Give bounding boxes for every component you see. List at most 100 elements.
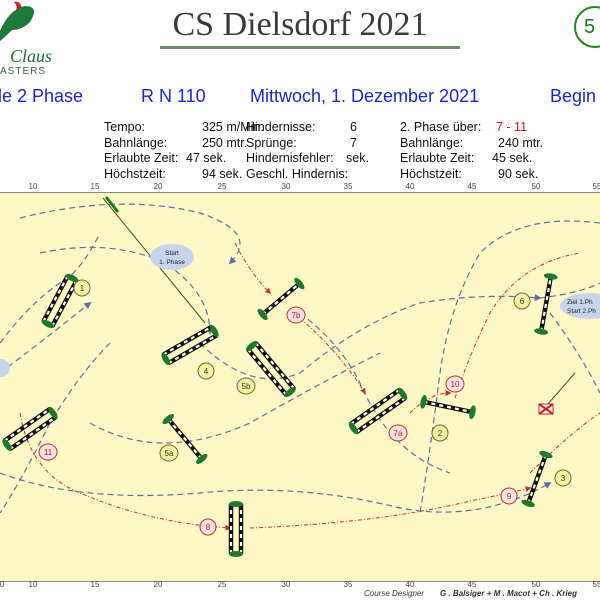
start2-label: Start 2.Ph <box>567 308 596 315</box>
obstacle-number-4: 4 <box>197 362 215 380</box>
scale-tick: 30 <box>281 580 291 589</box>
obstacle-label: 4 <box>204 367 209 376</box>
stat-label: Bahnlänge: <box>400 135 464 150</box>
stat-value: 325 m/Min. <box>202 120 264 134</box>
obstacle-5b <box>246 340 296 398</box>
scale-tick: 35 <box>343 182 353 191</box>
stat-label: Geschl. Hindernis: <box>246 166 349 181</box>
stat-label: 2. Phase über: <box>400 120 482 134</box>
stat-label: Höchstzeit: <box>400 166 462 181</box>
stat-value: 47 sek. <box>186 151 227 165</box>
start-flag <box>104 196 120 213</box>
obstacle-label: 10 <box>451 380 460 389</box>
scale-tick: 50 <box>531 182 541 191</box>
obstacle-number-7a: 7a <box>388 424 408 442</box>
scale-tick: 30 <box>281 182 291 191</box>
scale-tick: 25 <box>217 182 227 191</box>
obstacle-label: 3 <box>561 474 566 483</box>
obstacles-layer <box>2 273 558 557</box>
stat-label: Bahnlänge: <box>104 135 168 150</box>
left-edge-bubble <box>0 359 10 377</box>
stat-value: 240 mtr. <box>498 135 544 150</box>
stat-value: sek. <box>346 151 369 165</box>
class-info-row: le 2 Phase R N 110 Mittwoch, 1. Dezember… <box>0 86 600 110</box>
obstacle-label: 8 <box>206 523 211 532</box>
format-label: le 2 Phase <box>0 86 84 106</box>
scale-tick: 0 <box>0 580 5 589</box>
logo-masters: ASTERS <box>0 66 47 77</box>
course-map: Start 1. Phase Ziel 1.Ph Start 2.Ph 1 2 3 4… <box>0 196 600 557</box>
horse-logo-icon <box>0 1 34 42</box>
obstacle-6 <box>534 273 558 335</box>
stat-value: 94 sek. <box>202 166 243 181</box>
obstacle-label: 5b <box>242 382 251 391</box>
scale-tick: 20 <box>153 182 163 191</box>
stat-label: Erlaubte Zeit: <box>400 151 475 165</box>
scale-tick: 10 <box>28 182 38 191</box>
start-label: Start <box>165 250 179 257</box>
stat-label: Hindernisse: <box>246 120 316 134</box>
obstacle-8 <box>228 501 244 557</box>
finish-bubble <box>560 293 600 319</box>
obstacle-label: 5a <box>165 449 174 458</box>
stat-value: 6 <box>350 120 357 134</box>
finish-label: Ziel 1.Ph <box>567 299 593 306</box>
stat-label: Erlaubte Zeit: <box>104 151 179 165</box>
logo-claus: Claus <box>10 46 53 66</box>
scale-tick: 55 <box>592 580 600 589</box>
obstacle-3 <box>521 450 553 508</box>
obstacle-7b <box>257 277 305 321</box>
scale-tick: 50 <box>531 580 541 589</box>
obstacle-5a <box>162 414 208 464</box>
class-label: R N 110 <box>141 86 206 106</box>
obstacle-number-3: 3 <box>554 469 572 487</box>
stat-value: 7 <box>350 135 357 150</box>
obstacle-number-6: 6 <box>513 292 531 310</box>
obstacle-number-10: 10 <box>445 375 465 393</box>
obstacle-number-7b: 7b <box>286 306 306 324</box>
scale-tick: 45 <box>467 182 477 191</box>
marker-flag-icon <box>538 403 554 415</box>
obstacle-labels-layer: 1 2 3 4 5a 5b 6 7a 7b 8 9 10 11 <box>38 279 572 536</box>
logo: Claus ASTERS <box>0 0 70 80</box>
obstacle-label: 9 <box>507 492 512 501</box>
obstacle-2 <box>420 394 476 420</box>
obstacle-1 <box>41 273 79 329</box>
obstacle-label: 6 <box>520 297 525 306</box>
obstacle-number-8: 8 <box>199 518 217 536</box>
scale-tick: 35 <box>343 580 353 589</box>
scale-tick: 40 <box>405 580 415 589</box>
scale-tick: 15 <box>90 182 100 191</box>
stat-value: 90 sek. <box>498 166 539 181</box>
obstacle-label: 7a <box>394 429 403 438</box>
scale-tick: 45 <box>467 580 477 589</box>
stat-label: Höchstzeit: <box>104 166 166 181</box>
date-label: Mittwoch, 1. Dezember 2021 <box>250 86 480 106</box>
stats-right: 2. Phase über:7 - 11 Bahnlänge:240 mtr. … <box>400 120 543 182</box>
obstacle-label: 1 <box>80 284 85 293</box>
stat-label: Tempo: <box>104 120 145 134</box>
stat-value: 250 mtr. <box>202 135 248 150</box>
phase1-route <box>0 203 600 514</box>
scale-tick: 55 <box>592 182 600 191</box>
stat-value: 7 - 11 <box>496 120 528 134</box>
scale-tick: 25 <box>217 580 227 589</box>
obstacle-number-5a: 5a <box>159 444 179 462</box>
start-bubble <box>150 244 194 270</box>
stat-label: Sprünge: <box>246 135 297 150</box>
page-title: CS Dielsdorf 2021 <box>172 6 428 43</box>
obstacle-number-11: 11 <box>38 443 58 461</box>
stat-label: Hindernisfehler: <box>246 151 334 165</box>
title-underline <box>160 46 460 49</box>
obstacle-label: 11 <box>44 448 53 457</box>
scale-tick: 15 <box>90 580 100 589</box>
obstacle-4 <box>161 324 219 366</box>
start-sub-label: 1. Phase <box>159 259 185 266</box>
obstacle-number-2: 2 <box>431 424 449 442</box>
course-arena: Start 1. Phase Ziel 1.Ph Start 2.Ph 1 2 3 4… <box>0 192 600 582</box>
phase2-route <box>19 242 600 531</box>
designer-names: G . Balsiger + M . Macot + Ch . Krieg <box>440 589 577 598</box>
obstacle-number-1: 1 <box>73 279 91 297</box>
obstacle-11 <box>2 406 58 452</box>
stat-value: 45 sek. <box>492 151 533 165</box>
